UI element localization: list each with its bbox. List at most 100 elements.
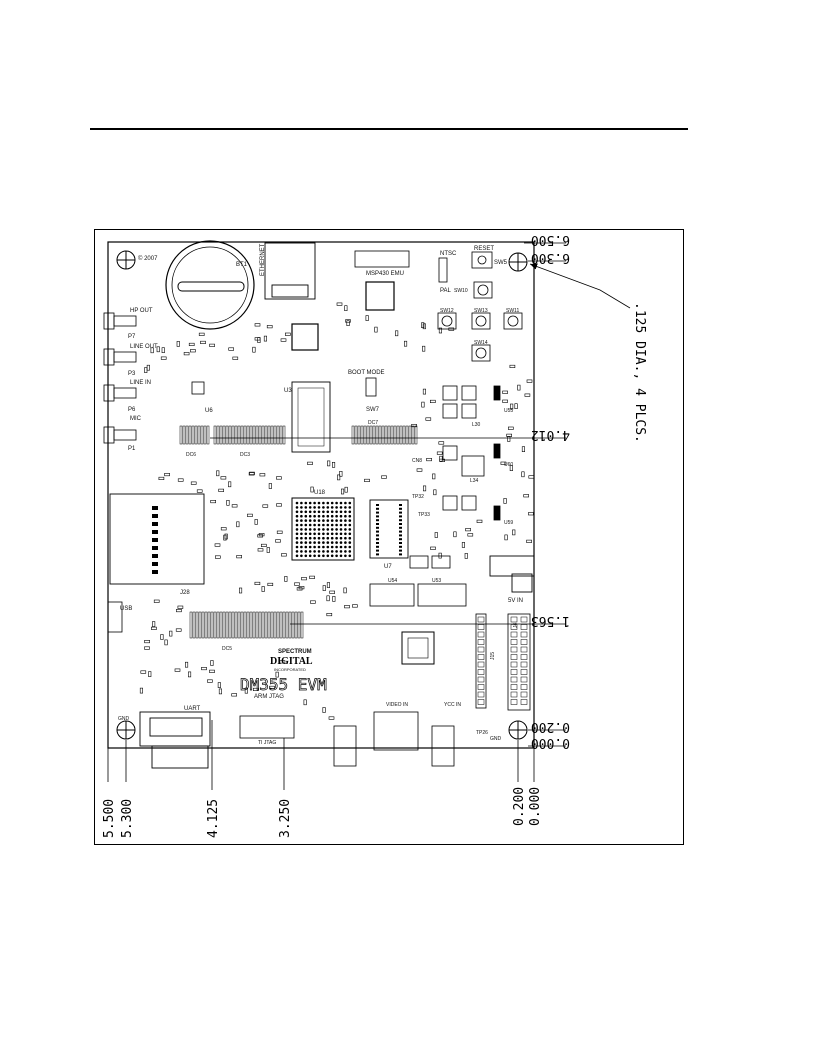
passive-component	[504, 534, 508, 541]
dimension-values-right: 6.500 6.300 4.012 1.563 0.200 0.000	[531, 232, 570, 750]
passive-component	[259, 473, 266, 477]
header-pin	[520, 616, 528, 623]
bga-ball	[317, 532, 321, 536]
pin	[222, 425, 226, 445]
pin	[204, 611, 208, 639]
bga-ball	[308, 528, 312, 531]
u7-pad	[376, 507, 379, 510]
passive-component	[464, 553, 468, 559]
svg-text:UART: UART	[184, 706, 201, 712]
bga-ball	[308, 536, 312, 540]
passive-component	[332, 596, 336, 602]
dimension-lines-bottom	[107, 720, 535, 790]
passive-component	[438, 327, 443, 334]
bga-ball	[348, 501, 352, 505]
bga-ball	[326, 545, 330, 549]
pin	[249, 425, 253, 445]
svg-text:U7: U7	[384, 564, 392, 570]
u7-pad	[399, 549, 402, 552]
bga-ball	[300, 545, 303, 549]
passive-component	[339, 470, 343, 477]
passive-component	[517, 384, 521, 391]
passive-component	[183, 352, 190, 356]
passive-component	[310, 600, 316, 604]
header-pin	[510, 691, 518, 698]
bga-ball	[339, 545, 343, 549]
svg-text:4.125: 4.125	[206, 799, 221, 838]
passive-component	[248, 472, 255, 476]
pin	[249, 611, 253, 639]
bga-ball	[348, 554, 352, 558]
passive-component	[266, 325, 273, 329]
bga-ball	[295, 510, 299, 514]
pin	[381, 425, 385, 445]
bga-ball	[335, 541, 338, 544]
passive-component	[509, 465, 513, 472]
passive-component	[434, 532, 438, 538]
bga-ball	[339, 536, 343, 540]
passive-component	[152, 621, 156, 627]
bga-ball	[313, 541, 316, 544]
board-title: DM355 EVM	[240, 675, 327, 694]
uart-connector: UART	[139, 706, 211, 769]
header-pin	[520, 661, 528, 668]
pin	[390, 425, 394, 445]
passive-component	[220, 527, 227, 531]
passive-component	[426, 457, 432, 462]
passive-component	[217, 682, 221, 688]
bga-ball	[322, 532, 325, 536]
svg-text:5V IN: 5V IN	[508, 598, 523, 604]
u7-pad	[376, 542, 379, 544]
bga-ball	[308, 532, 312, 536]
pin	[237, 425, 241, 445]
passive-component	[329, 590, 336, 594]
boot-mode-switch: BOOT MODE SW7	[348, 370, 385, 413]
svg-text:P7: P7	[128, 334, 136, 340]
u7-pad	[376, 515, 379, 518]
bga-ball	[295, 550, 299, 553]
bga-ball	[344, 532, 347, 536]
passive-component	[176, 608, 182, 613]
header-pin	[520, 646, 528, 653]
pin	[408, 425, 412, 445]
gnd-label-left: GND	[118, 716, 130, 722]
header-pin	[510, 631, 518, 638]
chip-u3: U3	[284, 381, 331, 453]
pin	[192, 611, 196, 639]
svg-text:P1: P1	[128, 446, 136, 452]
passive-component	[218, 488, 224, 492]
passive-component	[502, 390, 508, 394]
passive-component	[301, 577, 307, 581]
svg-text:YCC IN: YCC IN	[444, 702, 461, 708]
passive-component	[294, 582, 300, 586]
bga-ball	[295, 514, 299, 518]
pin	[246, 611, 250, 639]
pin	[366, 425, 370, 445]
bga-ball	[322, 545, 325, 549]
bga-ball	[304, 514, 308, 518]
pin	[225, 425, 229, 445]
passive-component	[395, 330, 399, 337]
bga-ball	[322, 523, 325, 527]
bga-ball	[339, 506, 343, 509]
passive-component	[158, 476, 165, 481]
passive-component	[439, 455, 443, 462]
pin	[267, 611, 271, 639]
bga-ball	[317, 506, 321, 509]
passive-component	[310, 486, 314, 493]
bga-ball	[300, 510, 303, 514]
header-pin	[477, 699, 485, 705]
bga-ball	[322, 550, 325, 553]
bga-ball	[308, 501, 312, 505]
power-section: L30 U55 L34 U60 U59 TP32 TP33 CN8	[412, 385, 513, 526]
bga-ball	[326, 506, 330, 509]
bga-ball	[295, 545, 299, 549]
chip-u6-label: U6	[205, 408, 213, 414]
svg-text:CN8: CN8	[412, 458, 422, 464]
bga-ball	[335, 550, 338, 553]
passive-component	[429, 399, 436, 404]
u7-pad	[376, 511, 379, 514]
bga-ball	[335, 536, 338, 540]
svg-text:3.250: 3.250	[278, 799, 293, 838]
svg-text:U59: U59	[504, 520, 513, 526]
